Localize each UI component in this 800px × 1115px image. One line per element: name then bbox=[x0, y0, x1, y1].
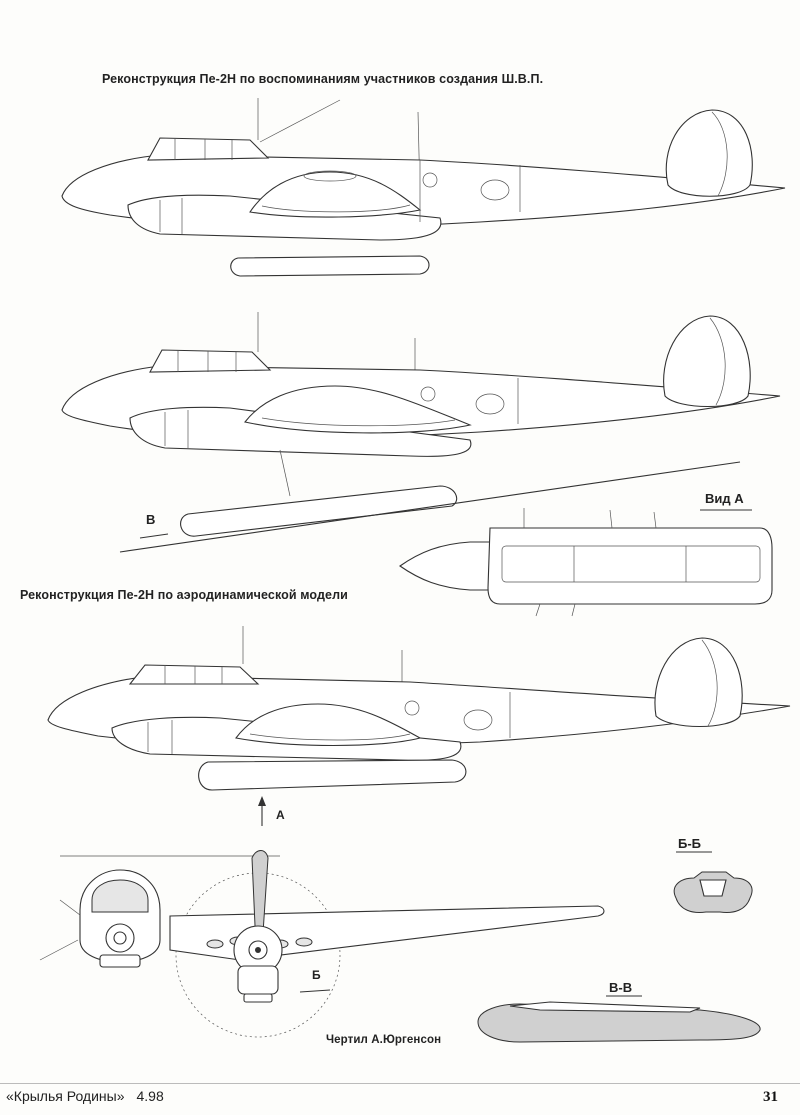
front-view-drawing bbox=[39, 850, 605, 1038]
label-v: В bbox=[146, 512, 156, 527]
label-view-a: Вид А bbox=[705, 491, 744, 506]
label-b: Б bbox=[312, 968, 321, 982]
label-arrow-a: А bbox=[276, 808, 285, 822]
label-section-vv: В-В bbox=[609, 980, 633, 995]
view-a-drawing bbox=[399, 508, 773, 617]
side-view-drawing-3 bbox=[47, 626, 791, 826]
footer-rule bbox=[0, 1083, 800, 1084]
magazine-title: «Крылья Родины» bbox=[6, 1088, 125, 1104]
section-bb-drawing bbox=[673, 851, 753, 913]
side-view-drawing-2 bbox=[61, 312, 781, 553]
caption-middle: Реконструкция Пе-2Н по аэродинамической … bbox=[20, 588, 348, 602]
caption-author: Чертил А.Юргенсон bbox=[326, 1034, 442, 1046]
side-view-drawing-1 bbox=[61, 98, 786, 277]
caption-top: Реконструкция Пе-2Н по воспоминаниям уча… bbox=[102, 72, 544, 86]
label-section-bb: Б-Б bbox=[678, 836, 702, 851]
page-number: 31 bbox=[763, 1089, 778, 1105]
footer-magazine: «Крылья Родины» 4.98 bbox=[6, 1088, 164, 1104]
magazine-issue: 4.98 bbox=[136, 1088, 164, 1104]
section-vv-drawing bbox=[477, 995, 761, 1043]
